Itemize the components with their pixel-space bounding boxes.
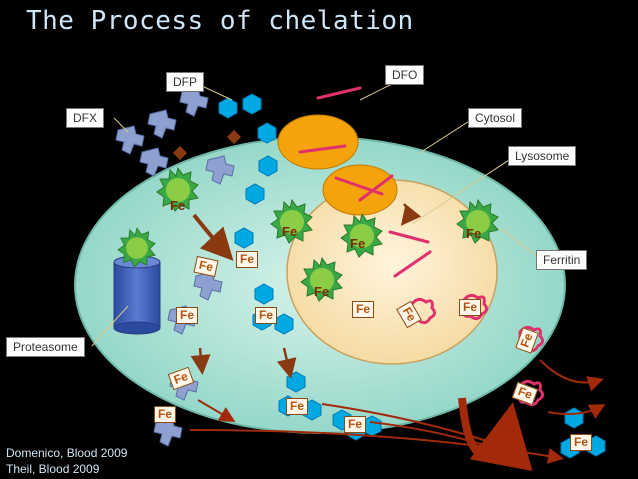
label-leader-lines xyxy=(91,83,541,347)
fe-box: Fe xyxy=(286,398,309,415)
fe-label: Fe xyxy=(466,226,482,241)
dfo-molecules xyxy=(298,86,432,278)
label-dfx: DFX xyxy=(66,108,104,128)
label-dfo: DFO xyxy=(385,65,425,85)
fe-label: Fe xyxy=(282,224,298,239)
fe-box: Fe xyxy=(459,299,482,316)
fe-box: Fe xyxy=(344,416,367,433)
orange-vesicle-middle xyxy=(322,164,398,216)
label-proteasome: Proteasome xyxy=(6,337,85,357)
fe-box: Fe xyxy=(236,251,259,268)
label-cytosol: Cytosol xyxy=(468,108,523,128)
citation-1: Domenico, Blood 2009 xyxy=(6,446,128,460)
fe-box: Fe xyxy=(352,301,375,318)
label-ferritin: Ferritin xyxy=(536,250,588,270)
lysosome-export-arrow xyxy=(458,397,533,472)
fe-box: Fe xyxy=(255,307,278,324)
fe-label: Fe xyxy=(314,284,330,299)
fe-box: Fe xyxy=(176,307,199,324)
label-lysosome: Lysosome xyxy=(508,146,577,166)
flow-arrows xyxy=(190,203,422,379)
page-title: The Process of chelation xyxy=(26,6,414,36)
transport-markers xyxy=(172,129,242,161)
fe-label: Fe xyxy=(170,198,186,213)
citation-2: Theil, Blood 2009 xyxy=(6,462,100,476)
proteasome-complex xyxy=(113,227,161,335)
label-dfp: DFP xyxy=(166,72,204,92)
orange-vesicle-top xyxy=(277,114,359,170)
fe-box: Fe xyxy=(570,434,593,451)
fe-label: Fe xyxy=(350,236,366,251)
fe-box: Fe xyxy=(154,406,177,423)
